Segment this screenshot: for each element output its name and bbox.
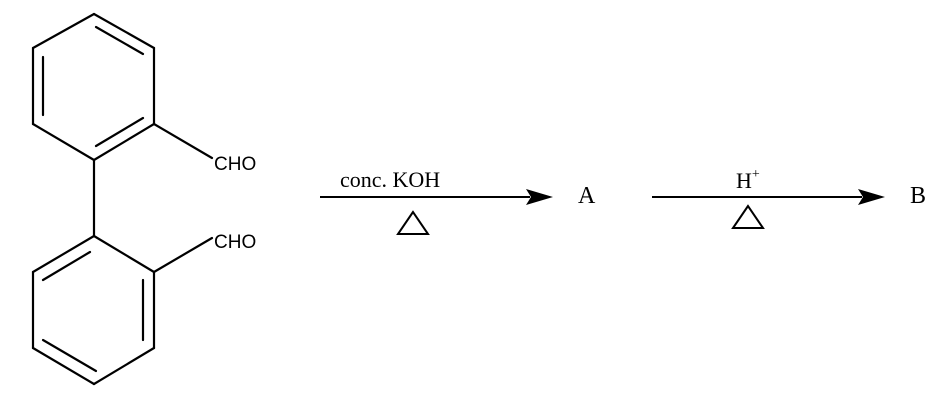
reagent-step2: H+ <box>736 167 760 193</box>
upper-benzene-ring <box>31 12 156 162</box>
cho-label-bottom: CHO <box>214 232 256 253</box>
lower-benzene-ring <box>31 234 156 386</box>
reaction-arrow-step1 <box>320 189 553 205</box>
cho-label-top: CHO <box>214 154 256 175</box>
cho-bond-top <box>152 122 214 160</box>
product-a: A <box>578 183 596 209</box>
heat-symbol-step2 <box>731 204 765 229</box>
cho-bond-bottom <box>152 236 214 274</box>
reagent-step2-base: H <box>736 168 752 193</box>
reaction-arrow-step2 <box>652 189 885 205</box>
heat-symbol-step1 <box>396 210 430 235</box>
reagent-step1: conc. KOH <box>340 167 440 192</box>
reagent-step2-superscript: + <box>752 167 760 182</box>
product-b: B <box>910 183 926 209</box>
